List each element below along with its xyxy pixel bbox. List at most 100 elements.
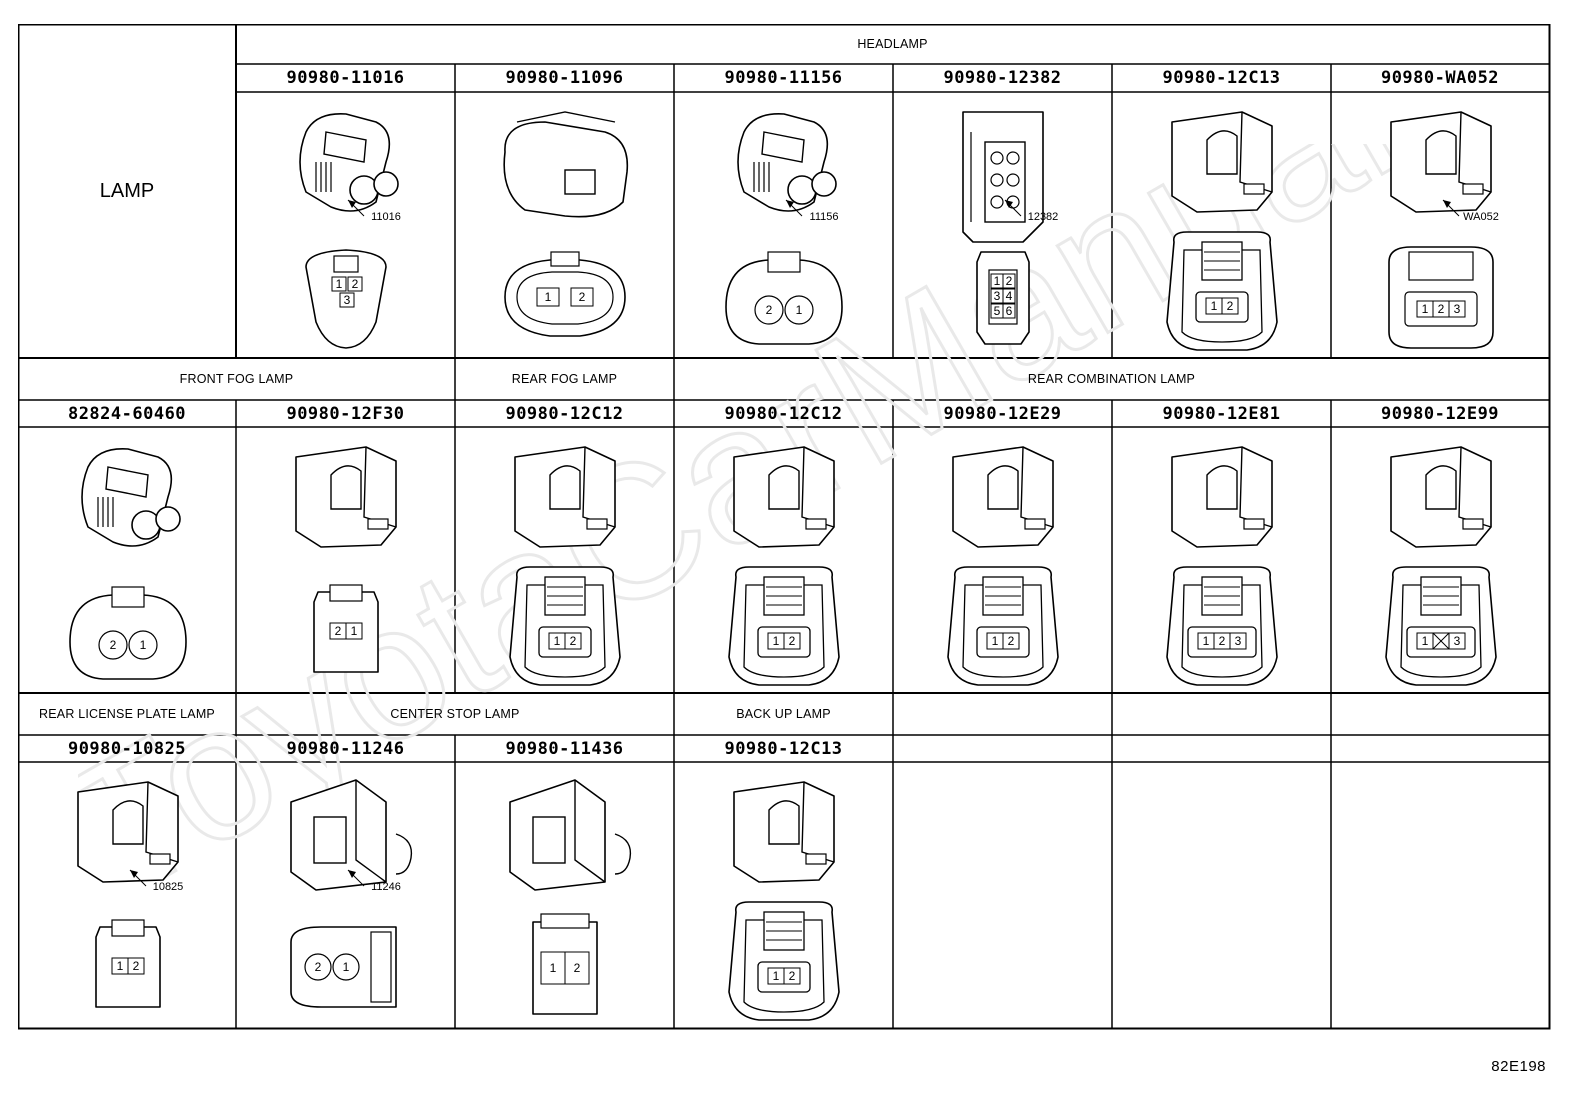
pin-number: 1 bbox=[1422, 634, 1429, 648]
callout-label: WA052 bbox=[1463, 211, 1499, 223]
pin-number: 3 bbox=[1235, 634, 1242, 648]
connector-perspective-view bbox=[733, 446, 835, 548]
pin-number: 1 bbox=[336, 277, 343, 291]
pin-number: 1 bbox=[992, 634, 999, 648]
connector-perspective-view bbox=[1171, 446, 1273, 548]
row-label-lamp: LAMP bbox=[99, 179, 155, 202]
seal-outline bbox=[524, 584, 606, 678]
seal-outline bbox=[1400, 584, 1482, 678]
pin-cavity bbox=[784, 295, 814, 325]
connector-perspective-view bbox=[295, 446, 397, 548]
pin-number: 1 bbox=[1203, 634, 1210, 648]
locking-latch bbox=[540, 913, 590, 929]
connector-perspective-view bbox=[962, 111, 1044, 243]
locking-tab bbox=[549, 465, 581, 510]
pin-cavity bbox=[754, 295, 784, 325]
pin-cell bbox=[347, 276, 363, 292]
pin-cell bbox=[1002, 303, 1016, 319]
terminal-cavity bbox=[811, 171, 837, 197]
part-number: 90980-12E99 bbox=[1380, 403, 1500, 424]
housing-edge bbox=[355, 780, 387, 883]
part-number: 82824-60460 bbox=[67, 403, 187, 424]
terminal-cavity bbox=[1462, 183, 1484, 195]
connector-perspective-view bbox=[299, 113, 399, 212]
part-number: 90980-12C13 bbox=[1162, 68, 1281, 88]
terminal-cavity bbox=[1024, 518, 1046, 530]
section-front-fog-lamp: FRONT FOG LAMP bbox=[179, 372, 294, 386]
part-number: 90980-12E29 bbox=[943, 403, 1062, 424]
pin-number: 4 bbox=[1006, 289, 1013, 303]
pin-number: 3 bbox=[1454, 634, 1461, 648]
connector-perspective-view bbox=[514, 446, 616, 548]
callout-arrowhead bbox=[1005, 200, 1013, 208]
connector-perspective-view bbox=[952, 446, 1054, 548]
pin-cell bbox=[1002, 632, 1020, 650]
pin-number: 2 bbox=[789, 969, 796, 983]
pin-number: 1 bbox=[994, 274, 1001, 288]
pin-cell bbox=[1448, 300, 1466, 318]
pin-cavity bbox=[128, 630, 158, 660]
callout-label: 12382 bbox=[1028, 211, 1059, 223]
pin-cell bbox=[1229, 632, 1247, 650]
terminal-cavity bbox=[990, 151, 1004, 165]
callout-label: 11246 bbox=[371, 881, 401, 893]
connector-perspective-view bbox=[509, 779, 632, 891]
part-number: 90980-12E81 bbox=[1162, 403, 1281, 424]
terminal-cavity bbox=[1243, 518, 1265, 530]
terminal-cavity bbox=[532, 816, 566, 864]
pin-number: 1 bbox=[117, 959, 124, 973]
part-number: 90980-12C13 bbox=[724, 738, 843, 759]
connector-perspective-view bbox=[503, 111, 629, 218]
part-number: 90980-11016 bbox=[286, 68, 405, 88]
connector-face bbox=[1166, 231, 1278, 351]
pin-number: 2 bbox=[789, 634, 796, 648]
pin-cavity bbox=[98, 630, 128, 660]
locking-tab bbox=[105, 466, 149, 498]
pin-cell bbox=[783, 967, 801, 985]
locking-latch bbox=[111, 919, 145, 937]
pin-blank bbox=[1432, 632, 1450, 650]
pin-number: 2 bbox=[352, 277, 359, 291]
terminal-cavity bbox=[1006, 151, 1020, 165]
connector-perspective-view bbox=[290, 779, 413, 891]
terminal-cavity bbox=[990, 173, 1004, 187]
section-headlamp: HEADLAMP bbox=[857, 37, 928, 51]
locking-latch bbox=[329, 584, 363, 602]
pin-cell bbox=[127, 957, 145, 975]
terminal-cavity bbox=[805, 518, 827, 530]
locking-latch bbox=[1408, 251, 1474, 281]
section-rear-fog-lamp: REAR FOG LAMP bbox=[511, 372, 618, 386]
pin-number: 1 bbox=[796, 303, 803, 317]
locking-tab bbox=[1425, 130, 1457, 175]
callout-arrowhead bbox=[1443, 200, 1451, 208]
pin-cell bbox=[540, 951, 566, 985]
table-grid bbox=[18, 24, 1551, 1030]
pin-number: 1 bbox=[554, 634, 561, 648]
